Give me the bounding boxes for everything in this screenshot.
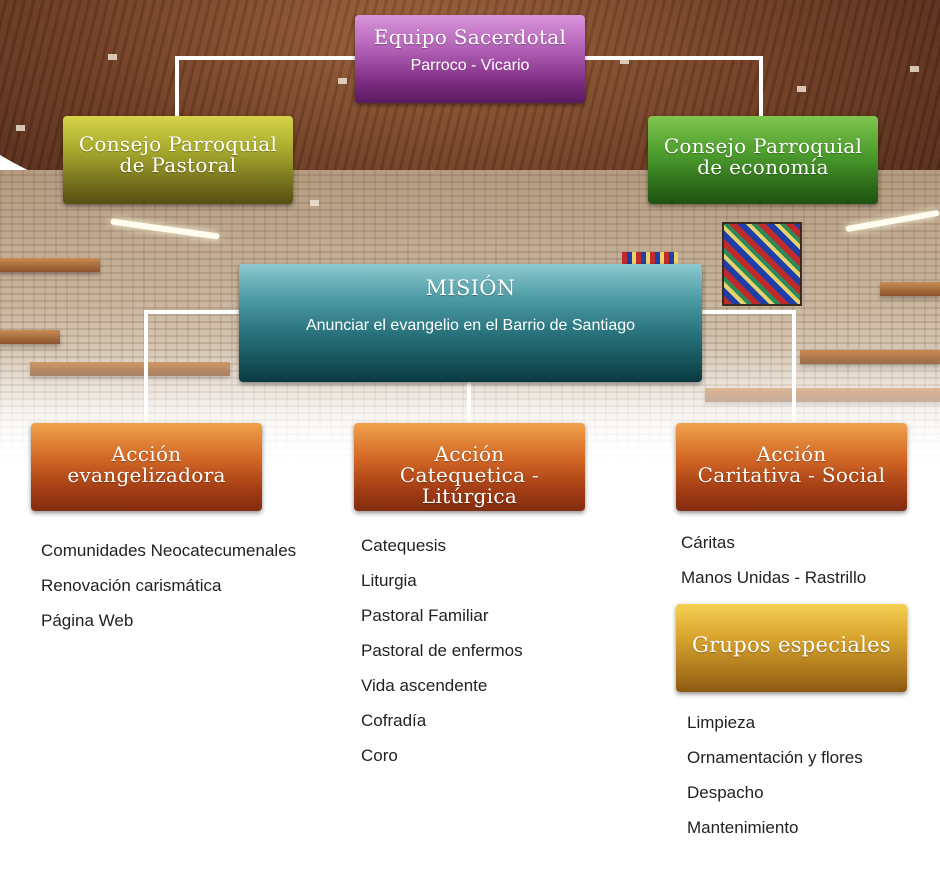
grupos-especiales-box: Grupos especiales: [676, 604, 907, 692]
list-item: Ornamentación y flores: [687, 748, 863, 767]
consejo-economia-box: Consejo Parroquial de economía: [648, 116, 878, 204]
connector-to-pastoral: [175, 56, 179, 118]
accion-catequetica-line2: Catequetica - Litúrgica: [399, 463, 540, 508]
list-item: Pastoral de enfermos: [361, 641, 523, 660]
stained-glass-window: [722, 222, 802, 306]
consejo-pastoral-box: Consejo Parroquial de Pastoral: [63, 116, 293, 204]
connector-to-accion-catequetica: [467, 380, 471, 424]
list-item: Catequesis: [361, 536, 447, 555]
accion-evangelizadora-line1: Acción: [111, 442, 182, 466]
ceiling-lamp: [797, 86, 806, 92]
accion-evangelizadora-box: Acción evangelizadora: [31, 423, 262, 511]
list-evangelizadora: Comunidades Neocatecumenales Renovación …: [41, 541, 296, 646]
list-catequetica: Catequesis Liturgia Pastoral Familiar Pa…: [361, 536, 523, 781]
mision-subtitle: Anunciar el evangelio en el Barrio de Sa…: [305, 317, 636, 334]
wall-shelf: [880, 282, 940, 296]
accion-caritativa-line2: Caritativa - Social: [697, 463, 886, 487]
list-item: Coro: [361, 746, 398, 765]
list-item: Cofradía: [361, 711, 427, 730]
grupos-especiales-title: Grupos especiales: [692, 633, 891, 657]
list-item: Vida ascendente: [361, 676, 488, 695]
accion-caritativa-line1: Acción: [756, 442, 827, 466]
ceiling-lamp: [310, 200, 319, 206]
list-item: Limpieza: [687, 713, 756, 732]
list-item: Pastoral Familiar: [361, 606, 489, 625]
consejo-pastoral-line2: de Pastoral: [119, 153, 237, 177]
list-item: Despacho: [687, 783, 764, 802]
ceiling-lamp: [620, 58, 629, 64]
equipo-subtitle: Parroco - Vicario: [410, 57, 530, 74]
accion-catequetica-line1: Acción: [434, 442, 505, 466]
list-item: Mantenimiento: [687, 818, 799, 837]
mision-title: MISIÓN: [425, 276, 516, 300]
mision-box: MISIÓN Anunciar el evangelio en el Barri…: [239, 264, 702, 382]
connector-to-accion-caritativa: [792, 310, 796, 424]
ceiling-lamp: [338, 78, 347, 84]
accion-caritativa-box: Acción Caritativa - Social: [676, 423, 907, 511]
list-item: Liturgia: [361, 571, 417, 590]
equipo-title: Equipo Sacerdotal: [373, 25, 567, 49]
list-item: Cáritas: [681, 533, 735, 552]
ceiling-lamp: [910, 66, 919, 72]
connector-to-economia: [759, 56, 763, 118]
list-grupos-especiales: Limpieza Ornamentación y flores Despacho…: [687, 713, 863, 853]
list-item: Manos Unidas - Rastrillo: [681, 568, 867, 587]
list-caritativa: Cáritas Manos Unidas - Rastrillo: [681, 533, 866, 603]
list-item: Renovación carismática: [41, 576, 222, 595]
ceiling-lamp: [16, 125, 25, 131]
accion-catequetica-box: Acción Catequetica - Litúrgica: [354, 423, 585, 511]
consejo-economia-line1: Consejo Parroquial: [663, 134, 863, 158]
equipo-sacerdotal-box: Equipo Sacerdotal Parroco - Vicario: [355, 15, 585, 103]
list-item: Comunidades Neocatecumenales: [41, 541, 297, 560]
list-item: Página Web: [41, 611, 134, 630]
accion-evangelizadora-line2: evangelizadora: [67, 463, 226, 487]
consejo-economia-line2: de economía: [697, 155, 829, 179]
connector-to-accion-evangelizadora: [144, 310, 148, 424]
ceiling-lamp: [108, 54, 117, 60]
wall-shelf: [0, 258, 100, 272]
consejo-pastoral-line1: Consejo Parroquial: [78, 132, 278, 156]
wall-shelf: [0, 330, 60, 344]
